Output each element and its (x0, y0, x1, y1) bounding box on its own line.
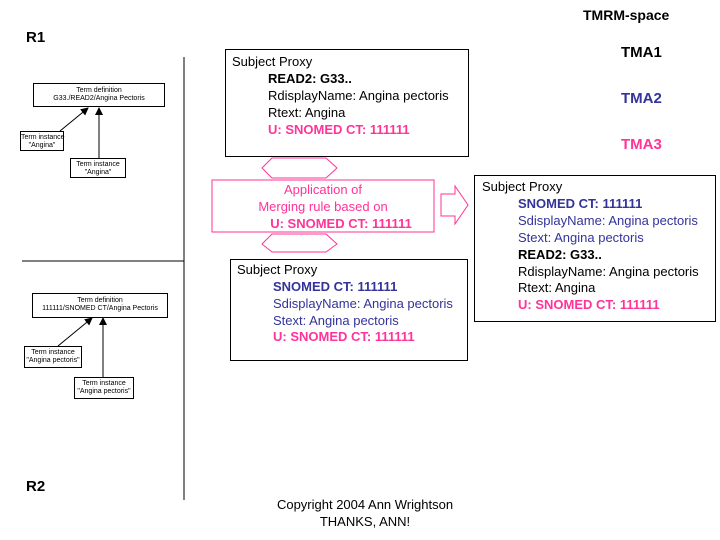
r2-arrow-a (57, 317, 93, 347)
r2-term-instance-a: Term instance "Angina pectoris" (24, 346, 82, 368)
proxy-r2-line-displayname: SdisplayName: Angina pectoris (273, 296, 453, 311)
merge-note-line-1: Application of (283, 182, 363, 197)
proxy-merged-line-snomed: SNOMED CT: 111111 (518, 196, 643, 211)
proxy-merged-box: Subject Proxy SNOMED CT: 111111 Sdisplay… (474, 175, 716, 322)
tma3-label: TMA3 (621, 136, 662, 153)
proxy-r1-line-displayname: RdisplayName: Angina pectoris (268, 88, 449, 103)
proxy-r1-line-read2: READ2: G33.. (268, 71, 352, 86)
proxy-r2-line-snomed: SNOMED CT: 111111 (273, 279, 398, 294)
proxy-r2-line-text: Stext: Angina pectoris (273, 313, 399, 328)
proxy-merged-line-sdisplayname: SdisplayName: Angina pectoris (518, 213, 698, 228)
r2-term-instance-b-title: Term instance (82, 380, 126, 387)
r2-term-instance-b-value: "Angina pectoris" (77, 388, 131, 395)
r1-term-instance-a-value: "Angina" (28, 142, 56, 149)
r2-term-definition-value: 111111/SNOMED CT/Angina Pectoris (42, 305, 158, 312)
merge-note-line-3: U: SNOMED CT: 111111 (270, 216, 412, 231)
thanks-text: THANKS, ANN! (319, 514, 411, 529)
proxy-merged-line-u: U: SNOMED CT: 111111 (518, 297, 660, 312)
r1-term-instance-b-value: "Angina" (84, 169, 112, 176)
r1-term-instance-a-title: Term instance (21, 134, 65, 141)
tma1-label: TMA1 (621, 44, 662, 61)
proxy-r1-header: Subject Proxy (232, 54, 313, 69)
r2-term-definition-title: Term definition (77, 297, 123, 304)
r1-term-definition: Term definition G33./READ2/Angina Pector… (33, 83, 165, 107)
r1-term-instance-a: Term instance "Angina" (20, 131, 65, 151)
merge-shape (211, 157, 435, 253)
r1-term-definition-title: Term definition (76, 87, 122, 94)
r1-term-definition-value: G33./READ2/Angina Pectoris (53, 95, 145, 102)
proxy-merged-line-stext: Stext: Angina pectoris (518, 230, 644, 245)
r2-term-instance-a-title: Term instance (31, 349, 75, 356)
r2-term-instance-a-value: "Angina pectoris" (26, 357, 80, 364)
proxy-r1-box: Subject Proxy READ2: G33.. RdisplayName:… (225, 49, 469, 157)
tma2-label: TMA2 (621, 90, 662, 107)
copyright-text: Copyright 2004 Ann Wrightson (276, 497, 454, 512)
r1-arrow-a (59, 107, 89, 132)
proxy-merged-header: Subject Proxy (482, 179, 563, 194)
proxy-merged-line-rdisplayname: RdisplayName: Angina pectoris (518, 264, 699, 279)
proxy-r2-line-u: U: SNOMED CT: 111111 (273, 329, 415, 344)
region-r1-label: R1 (26, 29, 46, 46)
page-title: TMRM-space (583, 7, 670, 23)
r1-term-instance-b-title: Term instance (76, 161, 120, 168)
proxy-r1-line-text: Rtext: Angina (268, 105, 346, 120)
proxy-r2-box: Subject Proxy SNOMED CT: 111111 Sdisplay… (230, 259, 468, 361)
proxy-merged-line-read2: READ2: G33.. (518, 247, 602, 262)
r2-term-definition: Term definition 111111/SNOMED CT/Angina … (32, 293, 168, 318)
proxy-r1-line-u: U: SNOMED CT: 111111 (268, 122, 410, 137)
region-r2-label: R2 (26, 478, 46, 495)
r2-term-instance-b: Term instance "Angina pectoris" (74, 377, 134, 399)
r1-term-instance-b: Term instance "Angina" (70, 158, 126, 178)
proxy-merged-line-rtext: Rtext: Angina (518, 280, 596, 295)
right-arrow-shape (440, 184, 469, 226)
proxy-r2-header: Subject Proxy (237, 262, 318, 277)
merge-note-line-2: Merging rule based on (258, 199, 388, 214)
